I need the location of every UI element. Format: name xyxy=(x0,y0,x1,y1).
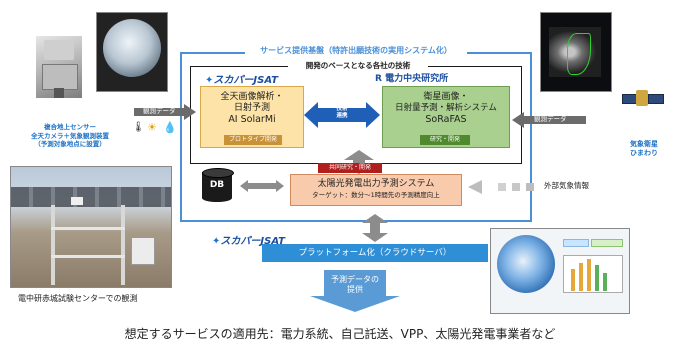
research-badge: 研究・開発 xyxy=(420,135,470,145)
tech-link-arrow xyxy=(304,102,380,128)
test-site-caption: 電中研赤城試験センターでの観測 xyxy=(18,294,138,303)
prototype-badge: プロトタイプ開発 xyxy=(224,135,282,145)
forecast-system-box: 太陽光発電出力予測システム ターゲット：数分～1時間先の予測精度向上 xyxy=(290,174,462,206)
external-weather-label: 外部気象情報 xyxy=(544,181,589,190)
obs-data-label-right: 観測データ xyxy=(534,115,567,123)
platform-skyperfect-logo: ✦スカパーJSAT xyxy=(212,236,285,247)
obs-data-arrow-left xyxy=(134,104,196,120)
skyperfect-mark-icon: ✦ xyxy=(205,75,214,86)
rain-drop-icon: 💧 xyxy=(163,121,177,134)
test-site-photo xyxy=(10,166,172,288)
satellite-label: 気象衛星ひまわり xyxy=(630,140,658,157)
forecast-system-target: ターゲット：数分～1時間先の予測精度向上 xyxy=(312,191,440,199)
service-platform-title: サービス提供基盤（特許出願技術の実用システム化） xyxy=(245,45,467,56)
joint-research-badge: 共同研究・開発 xyxy=(318,163,382,173)
platform-label: プラットフォーム化（クラウドサーバ） xyxy=(298,248,452,258)
external-weather-arrow xyxy=(468,180,534,194)
footer-service-targets: 想定するサービスの適用先：電力系統、自己託送、VPP、太陽光発電事業者など xyxy=(124,327,556,341)
skyperfect-logo: ✦スカパーJSAT xyxy=(205,75,278,86)
sensor-label: 複合地上センサー 全天カメラ＋気象観測装置 （予測対象地点に設置） xyxy=(31,123,109,148)
sun-icon: ☀ xyxy=(147,121,157,134)
forecast-system-title: 太陽光発電出力予測システム xyxy=(317,179,435,189)
tech-link-label: 技術連携 xyxy=(336,106,348,119)
provide-data-label: 予測データの提供 xyxy=(331,275,379,294)
db-cylinder-icon: DB xyxy=(202,168,234,202)
thermometer-icon: 🌡 xyxy=(132,122,145,133)
obs-data-arrow-right xyxy=(512,112,586,128)
db-forecast-arrow xyxy=(240,180,284,192)
sorafas-line2: 日射量予測・解析システム xyxy=(395,103,497,113)
forecast-platform-arrow xyxy=(362,214,388,242)
forecast-app-screenshot xyxy=(490,228,630,314)
ai-solarmi-line2: 日射予測 xyxy=(233,103,270,113)
sorafas-line3: SoRaFAS xyxy=(425,114,467,125)
satellite-image-photo xyxy=(540,12,612,92)
provide-data-arrow xyxy=(310,270,400,312)
platform-bar: プラットフォーム化（クラウドサーバ） xyxy=(262,244,488,262)
ai-solarmi-line1: 全天画像解析・ xyxy=(220,92,284,102)
dev-base-title: 開発のベースとなる各社の技術 xyxy=(288,60,428,71)
sorafas-line1: 衛星画像・ xyxy=(423,92,469,102)
skyperfect-mark-icon-2: ✦ xyxy=(212,236,221,247)
all-sky-camera-photo xyxy=(96,12,168,92)
criepi-mark-icon: R xyxy=(375,74,382,84)
himawari-satellite-icon xyxy=(622,86,664,112)
criepi-logo: R 電力中央研究所 xyxy=(375,74,449,84)
ai-solarmi-line3: AI SolarMi xyxy=(228,114,276,125)
sensor-device-photo xyxy=(36,36,82,98)
obs-data-label-left: 観測データ xyxy=(143,107,176,115)
